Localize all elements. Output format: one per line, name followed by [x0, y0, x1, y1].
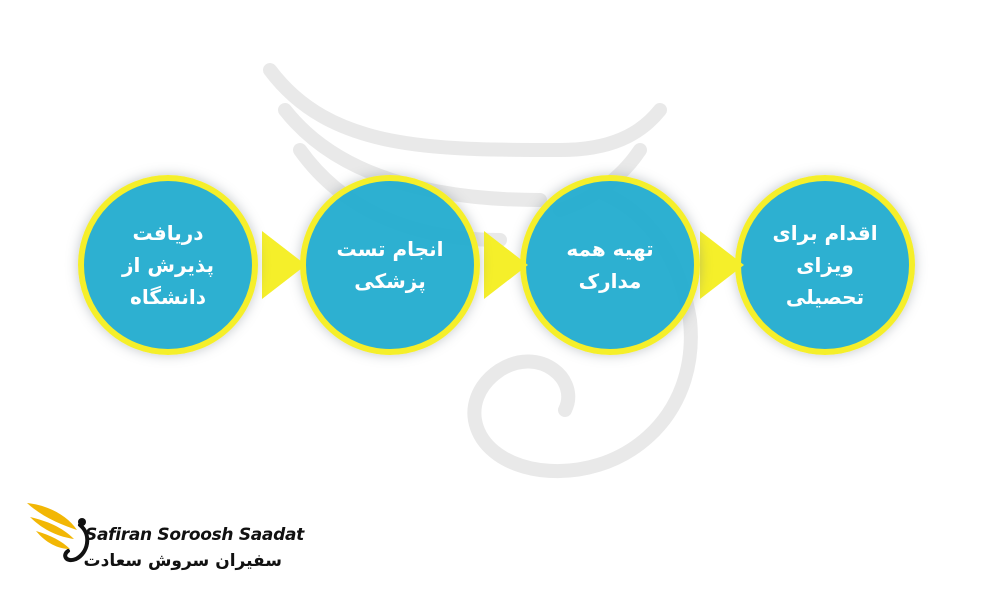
step-2-circle: انجام تست پزشکی	[300, 175, 480, 355]
step-2-label: انجام تست پزشکی	[336, 237, 444, 293]
arrow-step-1-to-2	[262, 231, 306, 299]
step-3-label: تهیه همه مدارک	[566, 237, 654, 293]
step-1-label: دریافت پذیرش از دانشگاه	[122, 221, 214, 309]
arrow-step-3-to-4	[700, 231, 744, 299]
step-1-circle: دریافت پذیرش از دانشگاه	[78, 175, 258, 355]
company-logo: Safiran Soroosh Saadat سفیران سروش سعادت	[22, 495, 304, 585]
step-4-circle: اقدام برای ویزای تحصیلی	[735, 175, 915, 355]
step-3-circle: تهیه همه مدارک	[520, 175, 700, 355]
wing-swan-logo-icon	[27, 503, 90, 562]
logo-name-persian: سفیران سروش سعادت	[83, 551, 282, 571]
logo-name-english: Safiran Soroosh Saadat	[85, 525, 304, 545]
step-4-label: اقدام برای ویزای تحصیلی	[772, 221, 878, 309]
arrow-step-2-to-3	[484, 231, 528, 299]
